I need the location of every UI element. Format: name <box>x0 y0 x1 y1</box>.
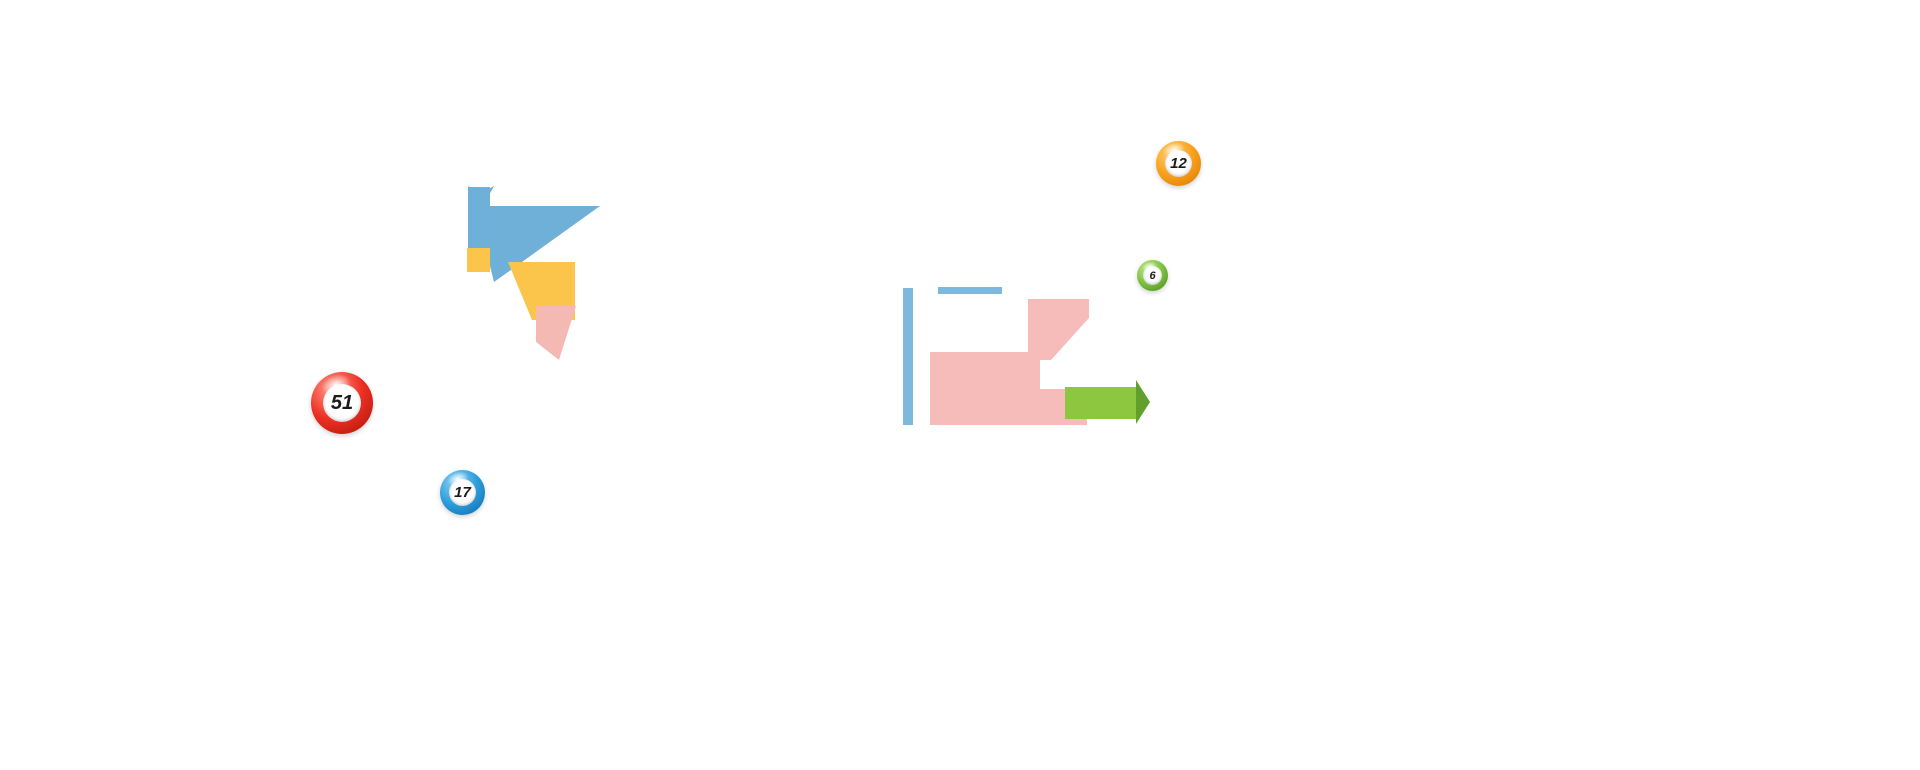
blue-horizontal-bar-shape <box>938 287 1002 294</box>
bingo-ball-17: 17 <box>440 470 485 515</box>
pink-block-shape <box>930 352 1040 425</box>
left-abstract-illustration <box>467 186 600 360</box>
bingo-ball-6-number: 6 <box>1142 265 1163 286</box>
bingo-ball-51-number: 51 <box>322 383 362 423</box>
green-arrow-tip-shape <box>1136 380 1150 424</box>
bingo-ball-12: 12 <box>1156 141 1201 186</box>
pink-ribbon-shape <box>536 306 576 360</box>
blue-vertical-bar-shape <box>903 288 913 425</box>
blue-strip-shape <box>468 187 490 250</box>
yellow-block-shape <box>467 248 490 272</box>
yellow-ribbon-shape <box>508 262 575 320</box>
bingo-ball-51: 51 <box>311 372 373 434</box>
bingo-ball-17-number: 17 <box>448 478 477 507</box>
green-bar-shape <box>1065 387 1136 419</box>
bingo-ball-12-number: 12 <box>1164 149 1193 178</box>
right-abstract-graphic <box>903 287 1150 425</box>
pink-top-shape <box>1028 299 1089 360</box>
bingo-ball-6: 6 <box>1137 260 1168 291</box>
